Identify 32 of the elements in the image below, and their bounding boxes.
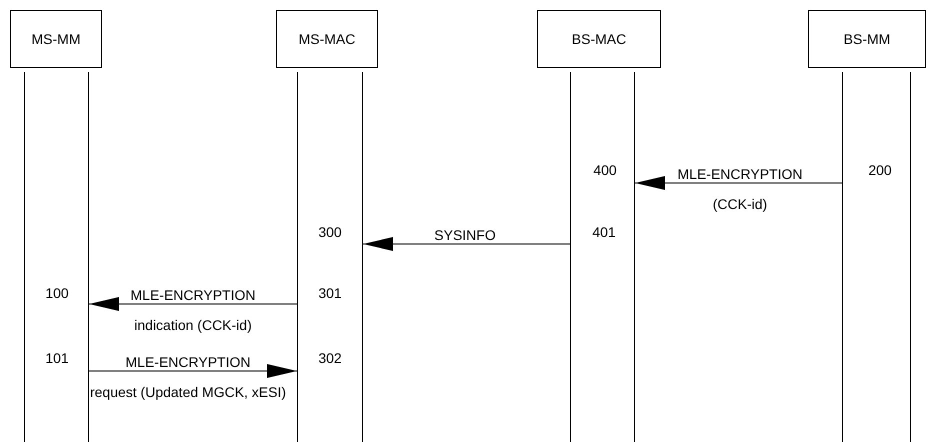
participant-box (10, 10, 102, 68)
lifeline (910, 72, 911, 442)
message-arrow (88, 364, 298, 378)
message-arrow (634, 176, 842, 190)
message-label: MLE-ENCRYPTION indication (CCK-id) (130, 286, 256, 335)
step-number: 400 (593, 162, 617, 178)
step-number: 200 (868, 162, 892, 178)
step-number: 300 (318, 224, 342, 240)
message-label: MLE-ENCRYPTION (CCK-id) (678, 165, 802, 214)
message-label: SYSINFO (434, 226, 496, 245)
message-arrow (362, 237, 570, 251)
participant-box (808, 10, 926, 68)
step-number: 101 (45, 350, 69, 366)
participant-box (537, 10, 661, 68)
step-number: 302 (318, 350, 342, 366)
participant-box (276, 10, 378, 68)
participant-name: BS-MM (844, 31, 890, 47)
message-arrow (88, 297, 298, 311)
message-label: MLE-ENCRYPTION request (Updated MGCK, xESI) (90, 353, 286, 402)
lifeline (570, 72, 571, 442)
lifeline (362, 72, 363, 442)
participant-name: BS-MAC (572, 31, 626, 47)
step-number: 100 (45, 285, 69, 301)
step-number: 301 (318, 285, 342, 301)
lifeline (88, 72, 89, 442)
lifeline (297, 72, 298, 442)
lifeline (634, 72, 635, 442)
lifeline (24, 72, 25, 442)
lifeline (842, 72, 843, 442)
participant-name: MS-MM (32, 31, 80, 47)
participant-name: MS-MAC (298, 31, 356, 47)
step-number: 401 (592, 224, 616, 240)
